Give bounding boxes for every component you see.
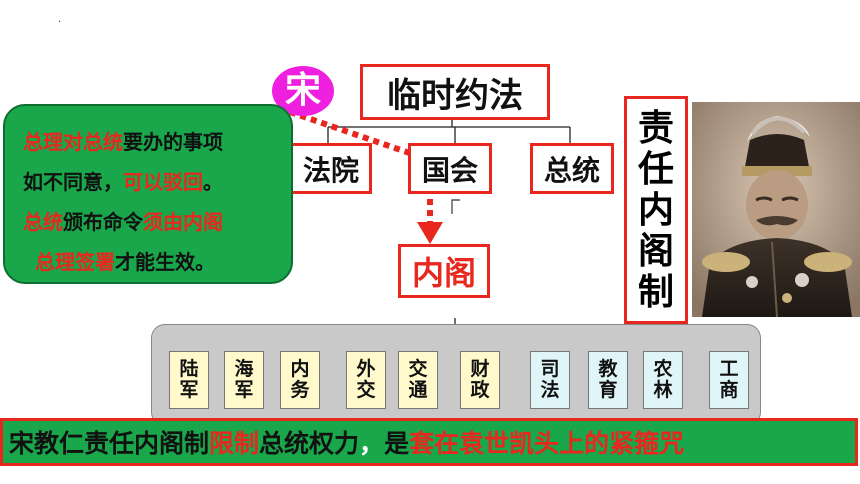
ministry-box: 陆军 (169, 351, 209, 409)
note-segment: 才能生效。 (115, 250, 215, 274)
ministry-box: 财政 (460, 351, 500, 409)
ministry-box: 交通 (398, 351, 438, 409)
ministry-char: 外 (356, 358, 376, 380)
ministry-char: 育 (598, 379, 618, 401)
banner-segment: 限制 (209, 429, 260, 458)
note-line-4: 总理签署才能生效。 (35, 246, 215, 275)
ministry-box: 海军 (224, 351, 264, 409)
ministry-char: 陆 (179, 358, 199, 380)
ministry-char: 务 (290, 379, 310, 401)
cabinet-box: 内阁 (398, 244, 490, 298)
vertical-char: 制 (637, 271, 674, 313)
note-line-3: 总统颁布命令须由内阁 (23, 206, 223, 235)
ministry-box: 司法 (530, 351, 570, 409)
note-segment: 颁布命令 (63, 210, 143, 234)
song-badge: 宋 (272, 66, 334, 116)
note-segment: 总理对总统 (23, 130, 123, 154)
note-line-2: 如不同意，可以驳回。 (23, 166, 223, 195)
note-segment: 可以驳回 (123, 170, 203, 194)
ministry-char: 海 (234, 358, 254, 380)
bottom-banner-text: 宋教仁责任内阁制限制总统权力，是套在袁世凯头上的紧箍咒 (3, 424, 684, 460)
parliament-box: 国会 (408, 143, 492, 194)
president-box: 总统 (530, 143, 614, 194)
ministry-char: 教 (598, 358, 618, 380)
president-label: 总统 (543, 153, 600, 187)
ministry-char: 司 (540, 358, 560, 380)
ministry-char: 财 (470, 358, 490, 380)
cabinet-label: 内阁 (411, 254, 476, 292)
vertical-char: 责 (637, 107, 674, 149)
note-line-1: 总理对总统要办的事项 (23, 126, 223, 155)
responsible-cabinet-label: 责 任 内 阁 制 (624, 96, 688, 324)
ministry-char: 商 (719, 379, 739, 401)
ministry-char: 法 (540, 379, 560, 401)
banner-segment: 套在袁世凯头上的紧箍咒 (409, 429, 685, 458)
parliament-label: 国会 (421, 153, 478, 187)
song-badge-label: 宋 (284, 70, 321, 111)
ministry-box: 教育 (588, 351, 628, 409)
ministry-char: 交 (408, 358, 428, 380)
constitution-label: 临时约法 (387, 75, 523, 116)
ministry-char: 工 (719, 358, 739, 380)
yuan-shikai-portrait (692, 102, 860, 317)
ministry-box: 内务 (280, 351, 320, 409)
corner-mark: . (58, 14, 62, 25)
note-segment: 须由内阁 (143, 210, 223, 234)
bottom-banner: 宋教仁责任内阁制限制总统权力，是套在袁世凯头上的紧箍咒 (0, 418, 858, 466)
banner-segment: 宋教仁责任内阁制 (9, 429, 210, 458)
banner-segment: 总统权力 (259, 429, 360, 458)
ministry-char: 政 (470, 379, 490, 401)
ministry-char: 林 (653, 379, 673, 401)
note-segment: 总理签署 (35, 250, 115, 274)
ministry-char: 交 (356, 379, 376, 401)
note-segment: 总统 (23, 210, 63, 234)
note-segment: 。 (203, 170, 223, 194)
ministry-box: 农林 (643, 351, 683, 409)
constitution-box: 临时约法 (360, 64, 550, 120)
court-box: 法院 (290, 143, 372, 194)
vertical-char: 任 (637, 148, 674, 190)
ministry-char: 内 (290, 358, 310, 380)
court-label: 法院 (302, 153, 359, 187)
vertical-char: 内 (637, 189, 674, 231)
ministry-char: 军 (179, 379, 199, 401)
green-note: 总理对总统要办的事项 如不同意，可以驳回。 总统颁布命令须由内阁 总理签署才能生… (3, 104, 293, 284)
ministry-box: 外交 (346, 351, 386, 409)
ministry-char: 通 (408, 379, 428, 401)
vertical-char: 阁 (637, 230, 674, 272)
note-segment: 要办的事项 (123, 130, 223, 154)
ministry-box: 工商 (709, 351, 749, 409)
banner-segment: ， (359, 429, 385, 458)
note-segment: 如不同意， (23, 170, 123, 194)
ministry-char: 军 (234, 379, 254, 401)
banner-segment: 是 (384, 429, 410, 458)
ministry-char: 农 (653, 358, 673, 380)
